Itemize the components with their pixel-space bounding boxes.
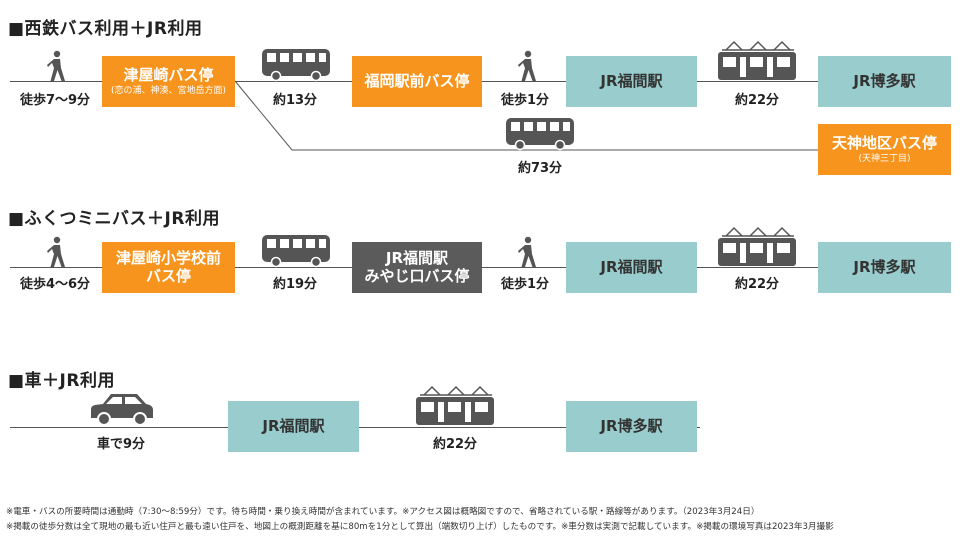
bus-time-label: 約73分 [517,161,563,176]
walk-time-label: 徒歩1分 [500,277,550,292]
train-time-label: 約22分 [734,93,780,108]
walk-time-label: 徒歩7～9分 [19,93,91,108]
station-name: JR福間駅 [600,71,663,90]
train-icon [718,40,796,80]
stop-name-line1: 津屋崎小学校前 [115,249,221,268]
stop-fukuma-miyajiguchi: JR福間駅 みやじ口バス停 [352,242,482,293]
walking-person-icon [47,236,65,267]
station-name: JR博多駅 [853,257,916,276]
stop-name-line1: JR福間駅 [385,249,449,268]
station-fukuma: JR福間駅 [228,401,359,452]
station-name: JR博多駅 [600,416,663,435]
train-icon [718,226,796,266]
stop-tenjin: 天神地区バス停 (天神三丁目) [818,124,951,175]
station-hakata: JR博多駅 [566,401,697,452]
walking-person-icon [518,50,536,81]
walk-time-label: 徒歩4～6分 [19,277,91,292]
stop-name: 津屋崎バス停 [123,65,214,84]
stop-name: 福岡駅前バス停 [364,71,470,90]
station-hakata: JR博多駅 [818,242,951,293]
walk-time-label: 徒歩1分 [500,93,550,108]
station-hakata: JR博多駅 [818,56,951,107]
stop-name-line2: バス停 [145,266,191,285]
station-name: JR博多駅 [853,71,916,90]
section-title-car: ■車＋JR利用 [8,371,115,391]
bus-time-label: 約19分 [272,277,318,292]
stop-direction: (恋の浦、神湊、宮地岳方面) [110,85,227,96]
train-time-label: 約22分 [432,437,478,452]
stop-tsuyazaki-school: 津屋崎小学校前 バス停 [102,242,235,293]
bus-icon [262,235,330,268]
stop-name: 天神地区バス停 [831,133,937,152]
stop-area: (天神三丁目) [858,153,911,164]
section-title-fukutsu: ■ふくつミニバス＋JR利用 [8,209,220,229]
car-icon [91,394,153,426]
stop-fukuma-ekimae: 福岡駅前バス停 [352,56,482,107]
stop-name-line2: みやじ口バス停 [364,266,470,285]
car-time-label: 車で9分 [96,437,146,452]
station-name: JR福間駅 [262,416,325,435]
footnote-2: ※掲載の徒歩分数は全て現地の最も近い住戸と最も遠い住戸を、地図上の概測距離を基に… [6,522,834,532]
walking-person-icon [518,236,536,267]
footnote-1: ※電車・バスの所要時間は通勤時（7:30～8:59分）です。待ち時間・乗り換え時… [6,507,760,517]
walking-person-icon [47,50,65,81]
bus-icon [506,118,574,151]
train-icon [416,385,494,425]
stop-tsuyazaki: 津屋崎バス停 (恋の浦、神湊、宮地岳方面) [102,56,235,107]
station-fukuma: JR福間駅 [566,242,697,293]
station-name: JR福間駅 [600,257,663,276]
bus-time-label: 約13分 [272,93,318,108]
train-time-label: 約22分 [734,277,780,292]
station-fukuma: JR福間駅 [566,56,697,107]
section-title-nishitetsu: ■西鉄バス利用＋JR利用 [8,19,203,39]
bus-icon [262,49,330,82]
